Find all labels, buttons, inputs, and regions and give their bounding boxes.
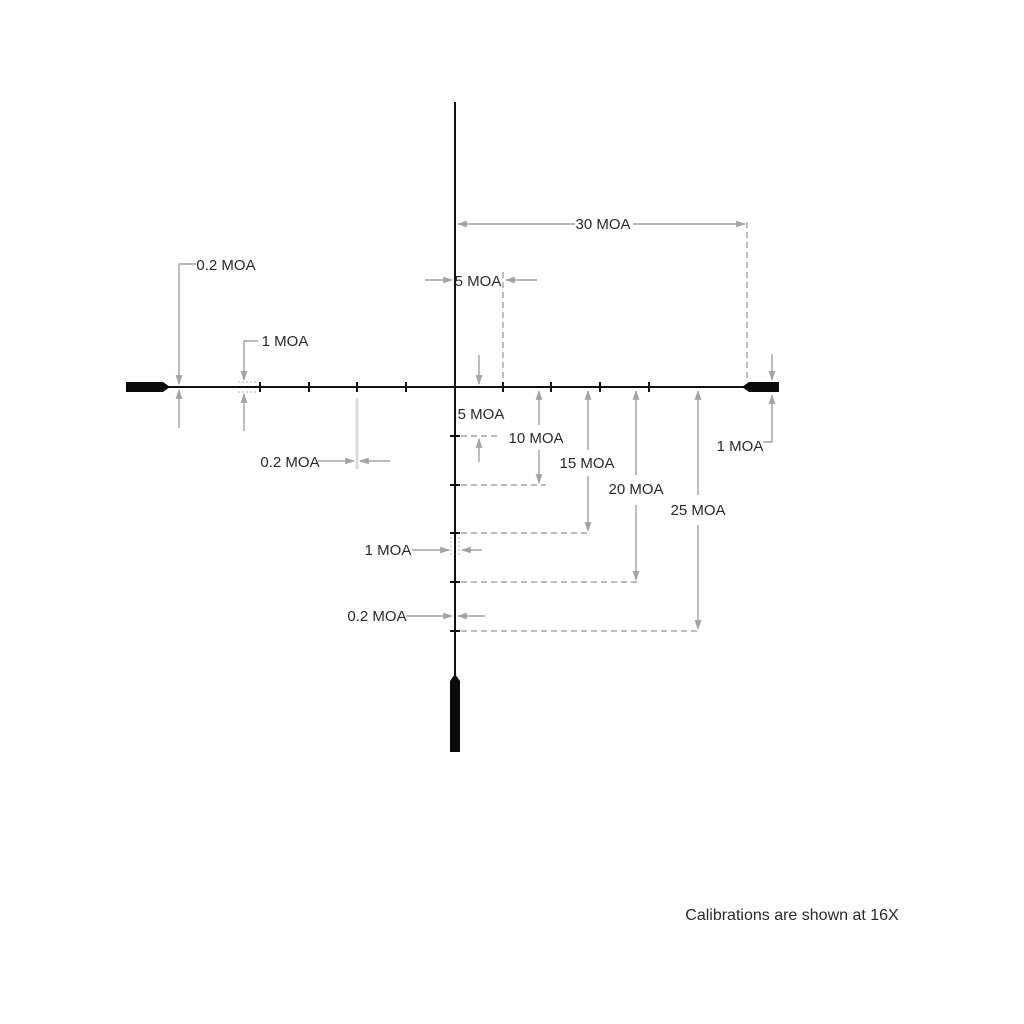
- dimension-5-moa-horizontal: 5 MOA: [425, 272, 537, 378]
- bottom-post: [450, 674, 460, 752]
- dimension-20-moa: 20 MOA: [461, 390, 664, 583]
- label-30-moa: 30 MOA: [575, 216, 630, 233]
- dimension-0-2-moa-hash-width: 0.2 MOA: [260, 398, 390, 471]
- dimension-25-moa: 25 MOA: [461, 390, 726, 632]
- dimension-15-moa: 15 MOA: [461, 390, 615, 534]
- dimension-0-2-moa-vertical: 0.2 MOA: [347, 608, 485, 625]
- dimension-10-moa: 10 MOA: [461, 390, 564, 486]
- horizontal-hash-marks: [259, 382, 650, 392]
- label-25-moa: 25 MOA: [670, 502, 725, 519]
- label-20-moa: 20 MOA: [608, 481, 663, 498]
- label-1-moa-right: 1 MOA: [717, 438, 764, 455]
- vertical-hash-marks: [450, 435, 460, 632]
- label-5-moa-below: 5 MOA: [458, 406, 505, 423]
- reticle-crosshair: [126, 102, 779, 752]
- calibration-footnote: Calibrations are shown at 16X: [685, 907, 899, 924]
- label-0-2-moa-vertical: 0.2 MOA: [347, 608, 406, 625]
- dimension-1-moa-left: 1 MOA: [238, 333, 308, 431]
- dimension-1-moa-vertical: 1 MOA: [365, 537, 482, 559]
- label-1-moa-vertical: 1 MOA: [365, 542, 412, 559]
- label-1-moa-left: 1 MOA: [262, 333, 309, 350]
- dimension-1-moa-post-right: 1 MOA: [717, 354, 776, 455]
- label-0-2-moa-lower-left: 0.2 MOA: [260, 454, 319, 471]
- label-15-moa: 15 MOA: [559, 455, 614, 472]
- right-post: [742, 382, 779, 392]
- label-10-moa: 10 MOA: [508, 430, 563, 447]
- dimension-30-moa: 30 MOA: [457, 216, 748, 378]
- dimension-5-moa-vertical: 5 MOA: [458, 355, 505, 462]
- label-5-moa-top: 5 MOA: [455, 273, 502, 290]
- left-post: [126, 382, 170, 392]
- label-0-2-moa-top-left: 0.2 MOA: [196, 257, 255, 274]
- dimension-0-2-moa-line-thickness: 0.2 MOA: [175, 257, 256, 428]
